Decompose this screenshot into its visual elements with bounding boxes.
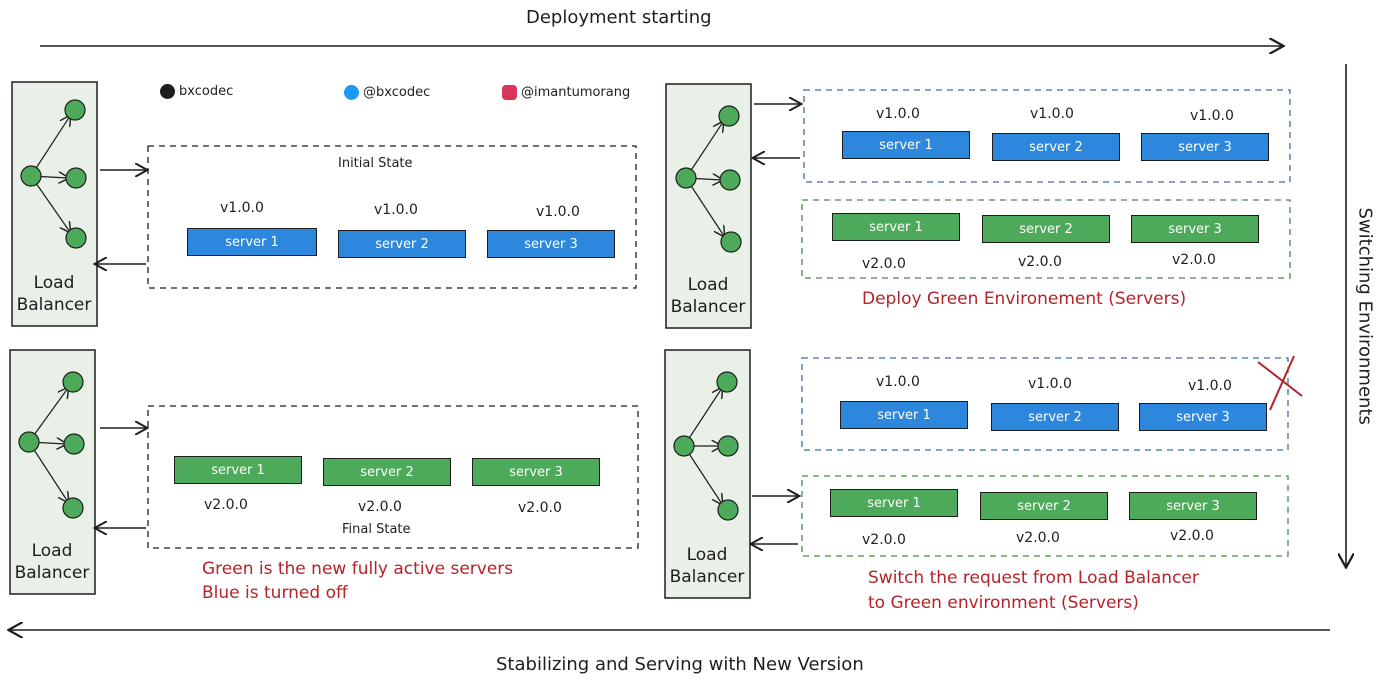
env-box-switch-blue — [801, 357, 1289, 451]
load-balancer-label-switch: Load Balancer — [665, 544, 749, 588]
switch-green-version-3: v2.0.0 — [1170, 528, 1214, 544]
lb-label-line2: Balancer — [669, 567, 745, 587]
turned-off-x-icon — [1257, 355, 1303, 411]
switch-blue-version-2: v1.0.0 — [1028, 376, 1072, 392]
switch-green-server-1: server 1 — [830, 489, 958, 517]
initial-version-1: v1.0.0 — [220, 200, 264, 216]
switch-blue-server-2: server 2 — [991, 403, 1119, 431]
lb-node-graph-deploy — [675, 105, 742, 253]
switch-blue-server-3: server 3 — [1139, 403, 1267, 431]
initial-version-3: v1.0.0 — [536, 204, 580, 220]
load-balancer-box-initial — [11, 81, 98, 327]
instagram-icon — [502, 85, 517, 100]
deploy-blue-version-1: v1.0.0 — [876, 106, 920, 122]
env-box-final — [147, 405, 639, 549]
lb-node-graph-switch — [673, 371, 739, 521]
lb-label-line2: Balancer — [670, 297, 746, 317]
lb-label-line2: Balancer — [16, 295, 92, 315]
lb-label-line1: Load — [31, 541, 73, 561]
twitter-icon — [344, 85, 359, 100]
final-note-line-1: Green is the new fully active servers — [202, 559, 514, 579]
final-note-line-2: Blue is turned off — [202, 583, 348, 603]
lb-label-line2: Balancer — [14, 563, 90, 583]
deploy-green-server-3: server 3 — [1131, 215, 1259, 243]
deploy-blue-server-3: server 3 — [1141, 133, 1269, 161]
initial-server-3: server 3 — [487, 230, 615, 258]
flow-label-bottom: Stabilizing and Serving with New Version — [496, 654, 864, 675]
github-handle-text: bxcodec — [179, 84, 234, 99]
env-box-switch-green — [801, 475, 1289, 557]
switch-green-server-2: server 2 — [980, 492, 1108, 520]
env-box-initial — [147, 145, 637, 289]
final-server-1: server 1 — [174, 456, 302, 484]
final-server-3: server 3 — [472, 458, 600, 486]
lb-node-graph-initial — [20, 99, 87, 249]
twitter-handle: @bxcodec — [344, 85, 430, 100]
final-version-2: v2.0.0 — [358, 499, 402, 515]
load-balancer-label-deploy: Load Balancer — [666, 274, 750, 318]
deploy-blue-server-2: server 2 — [992, 133, 1120, 161]
lb-label-line1: Load — [687, 275, 729, 295]
load-balancer-box-final — [9, 349, 96, 595]
github-icon — [160, 84, 175, 99]
final-state-caption: Final State — [342, 522, 411, 537]
deploy-green-version-2: v2.0.0 — [1018, 254, 1062, 270]
initial-version-2: v1.0.0 — [374, 202, 418, 218]
switch-green-server-3: server 3 — [1129, 492, 1257, 520]
deploy-blue-server-1: server 1 — [842, 131, 970, 159]
github-handle: bxcodec — [160, 84, 233, 99]
final-version-3: v2.0.0 — [518, 500, 562, 516]
lb-label-line1: Load — [33, 273, 75, 293]
deploy-green-version-3: v2.0.0 — [1172, 252, 1216, 268]
switch-blue-version-3: v1.0.0 — [1188, 378, 1232, 394]
initial-server-2: server 2 — [338, 230, 466, 258]
switch-note-line-1: Switch the request from Load Balancer — [868, 568, 1199, 588]
load-balancer-label-final: Load Balancer — [10, 540, 94, 584]
switch-blue-version-1: v1.0.0 — [876, 374, 920, 390]
deploy-blue-version-3: v1.0.0 — [1190, 108, 1234, 124]
twitter-handle-text: @bxcodec — [363, 85, 431, 100]
deploy-green-version-1: v2.0.0 — [862, 256, 906, 272]
env-box-deploy-green — [801, 199, 1291, 279]
flow-label-top: Deployment starting — [526, 7, 712, 28]
final-version-1: v2.0.0 — [204, 497, 248, 513]
flow-label-right: Switching Environments — [1354, 207, 1376, 425]
final-server-2: server 2 — [323, 458, 451, 486]
switch-green-version-1: v2.0.0 — [862, 532, 906, 548]
deploy-blue-version-2: v1.0.0 — [1030, 106, 1074, 122]
instagram-handle-text: @imantumorang — [521, 85, 631, 100]
lb-node-graph-final — [18, 371, 85, 519]
initial-server-1: server 1 — [187, 228, 317, 256]
switch-blue-server-1: server 1 — [840, 401, 968, 429]
deploy-green-server-1: server 1 — [832, 213, 960, 241]
switch-green-version-2: v2.0.0 — [1016, 530, 1060, 546]
load-balancer-box-switch — [664, 349, 751, 599]
initial-state-caption: Initial State — [338, 156, 413, 171]
lb-label-line1: Load — [686, 545, 728, 565]
switch-note-line-2: to Green environment (Servers) — [868, 593, 1139, 613]
env-box-deploy-blue — [803, 89, 1291, 183]
deploy-green-server-2: server 2 — [982, 215, 1110, 243]
load-balancer-label-initial: Load Balancer — [12, 272, 96, 316]
load-balancer-box-deploy — [665, 83, 752, 329]
instagram-handle: @imantumorang — [502, 85, 630, 100]
deploy-green-note: Deploy Green Environement (Servers) — [862, 289, 1187, 309]
